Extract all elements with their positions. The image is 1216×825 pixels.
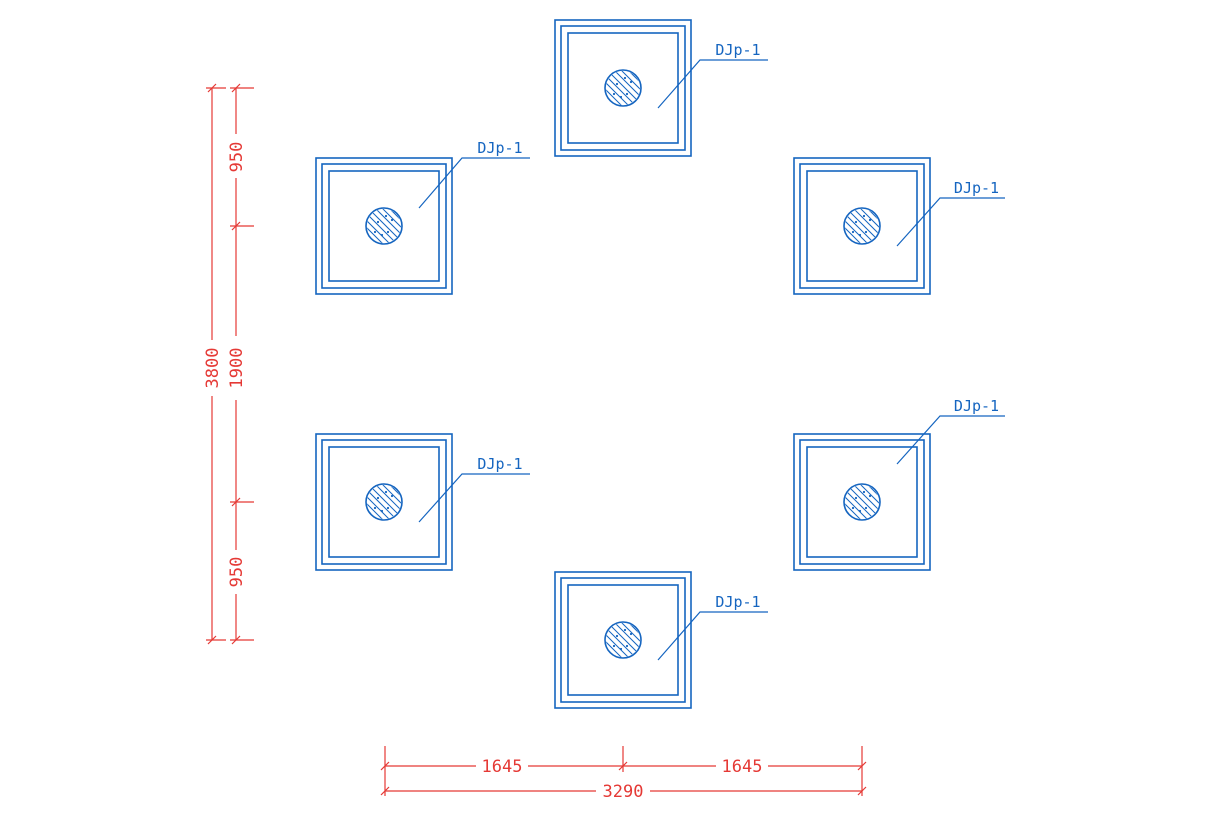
footing-label: DJp-1 — [954, 179, 999, 197]
footing-label: DJp-1 — [954, 397, 999, 415]
horizontal-total-dimension: 3290 — [380, 781, 867, 802]
pier-circle-icon — [604, 621, 642, 659]
horizontal-total-label: 3290 — [603, 782, 644, 802]
horizontal-segment-label-2: 1645 — [722, 757, 763, 777]
leader-line — [896, 415, 1005, 465]
footing-top: DJp-1 — [554, 19, 768, 157]
vertical-segment-label-1: 950 — [227, 142, 247, 173]
leader-line — [418, 473, 530, 523]
footing-label: DJp-1 — [715, 593, 760, 611]
footing-outer-outline — [793, 157, 931, 295]
footing-upper-left: DJp-1 — [315, 139, 530, 295]
vertical-segment-label-2: 1900 — [227, 348, 247, 389]
leader-line — [896, 197, 1005, 247]
footing-label: DJp-1 — [477, 139, 522, 157]
footing-inner-outline — [567, 32, 679, 144]
footing-mid-outline — [560, 577, 686, 703]
vertical-segment-dimensions: 950 1900 950 — [227, 83, 254, 645]
pier-circle-icon — [604, 69, 642, 107]
footing-inner-outline — [806, 446, 918, 558]
footing-inner-outline — [806, 170, 918, 282]
footing-inner-outline — [328, 170, 440, 282]
pier-circle-icon — [843, 207, 881, 245]
footing-outer-outline — [793, 433, 931, 571]
footing-mid-outline — [799, 163, 925, 289]
vertical-segment-label-3: 950 — [227, 557, 247, 588]
footing-outer-outline — [315, 157, 453, 295]
horizontal-segment-dimensions: 1645 1645 — [380, 746, 867, 796]
footing-lower-right: DJp-1 — [793, 397, 1005, 571]
leader-line — [657, 59, 768, 109]
footing-label: DJp-1 — [715, 41, 760, 59]
footing-label: DJp-1 — [477, 455, 522, 473]
pier-circle-icon — [365, 483, 403, 521]
leader-line — [418, 157, 530, 209]
leader-line — [657, 611, 768, 661]
footing-outer-outline — [315, 433, 453, 571]
horizontal-segment-label-1: 1645 — [482, 757, 523, 777]
footing-mid-outline — [321, 439, 447, 565]
dimensions-layer: 3800 950 1900 950 — [202, 83, 867, 802]
pier-circle-icon — [843, 483, 881, 521]
footing-upper-right: DJp-1 — [793, 157, 1005, 295]
vertical-total-dimension: 3800 — [202, 83, 226, 645]
footing-outer-outline — [554, 571, 692, 709]
footing-lower-left: DJp-1 — [315, 433, 530, 571]
footing-bottom: DJp-1 — [554, 571, 768, 709]
pier-circle-icon — [365, 207, 403, 245]
footing-mid-outline — [799, 439, 925, 565]
footing-inner-outline — [567, 584, 679, 696]
vertical-total-label: 3800 — [203, 348, 223, 389]
footing-mid-outline — [321, 163, 447, 289]
footing-outer-outline — [554, 19, 692, 157]
footing-mid-outline — [560, 25, 686, 151]
footing-inner-outline — [328, 446, 440, 558]
